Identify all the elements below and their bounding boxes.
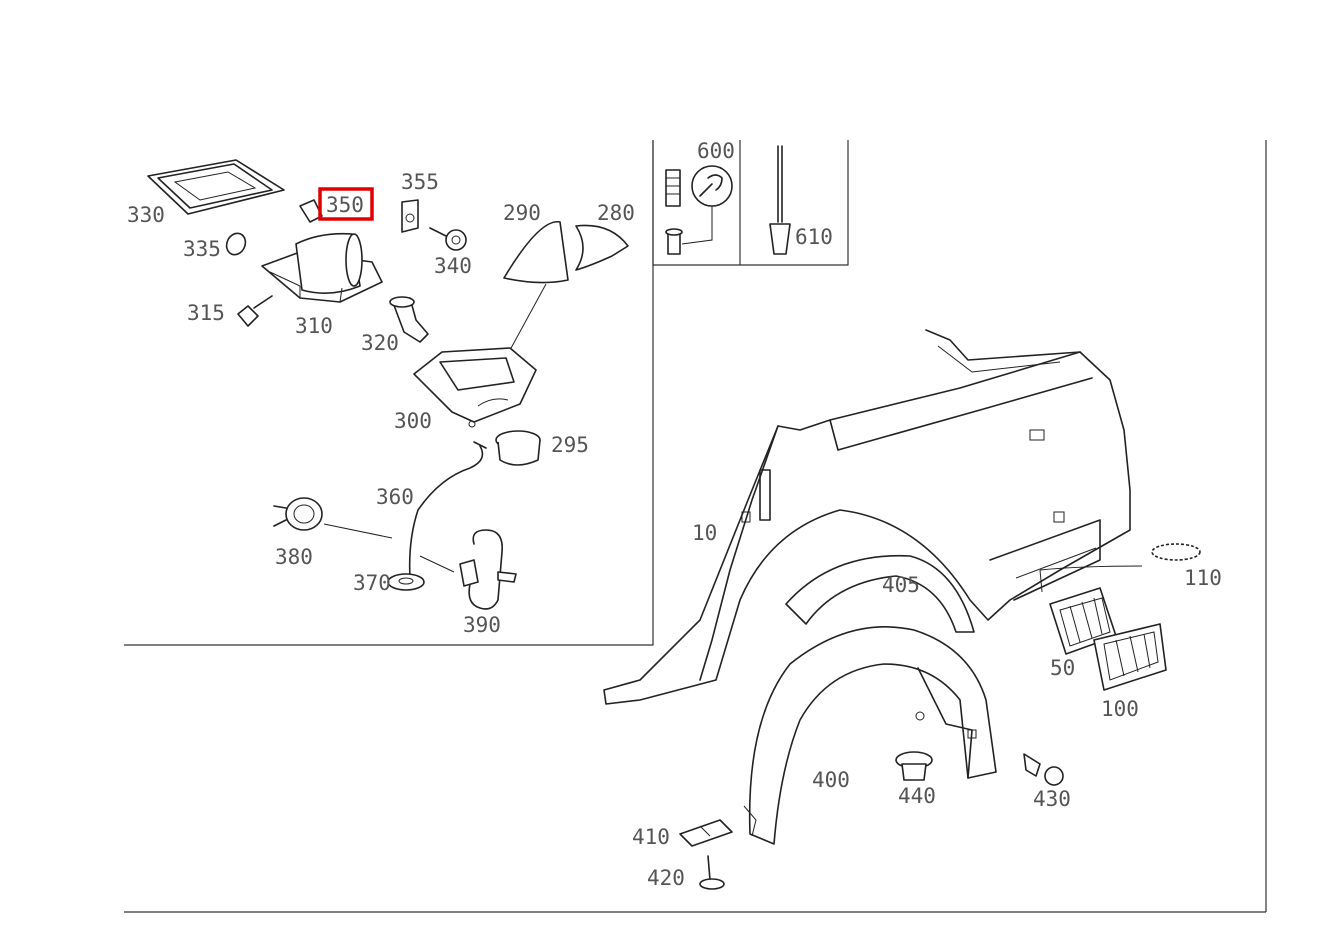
label-400: 400 (812, 768, 850, 792)
leader-390 (419, 555, 455, 573)
part-370-grommet[interactable] (387, 573, 425, 591)
part-300-filler-housing[interactable] (413, 347, 537, 428)
label-350: 350 (326, 193, 364, 217)
part-315-bolt[interactable] (237, 295, 273, 327)
label-280: 280 (597, 201, 635, 225)
label-10: 10 (692, 521, 717, 545)
label-340: 340 (434, 254, 472, 278)
part-440-nut[interactable] (895, 751, 933, 781)
part-420-screw[interactable] (699, 855, 725, 890)
label-315: 315 (187, 301, 225, 325)
wrench-icon (691, 165, 733, 207)
label-50: 50 (1050, 656, 1075, 680)
label-380: 380 (275, 545, 313, 569)
label-310: 310 (295, 314, 333, 338)
leader-380 (323, 523, 393, 539)
part-430-clip[interactable] (1023, 753, 1064, 786)
part-330-fuel-door[interactable] (147, 159, 285, 215)
part-610-stud[interactable] (769, 145, 791, 255)
part-10-side-panel[interactable] (603, 329, 1143, 705)
part-100-vent[interactable] (1093, 623, 1167, 691)
part-340-screw[interactable] (429, 227, 467, 251)
label-410: 410 (632, 825, 670, 849)
label-600: 600 (697, 139, 735, 163)
part-600-stud[interactable] (665, 169, 713, 255)
part-360-drain-hose[interactable] (408, 441, 487, 579)
part-390-holder[interactable] (459, 529, 517, 610)
label-430: 430 (1033, 787, 1071, 811)
label-610: 610 (795, 225, 833, 249)
part-380-clamp[interactable] (273, 497, 323, 531)
label-320: 320 (361, 331, 399, 355)
label-110: 110 (1184, 566, 1222, 590)
label-330: 330 (127, 203, 165, 227)
label-370: 370 (353, 571, 391, 595)
label-335: 335 (183, 237, 221, 261)
label-360: 360 (376, 485, 414, 509)
liner-tab (743, 805, 757, 837)
part-290-seal[interactable] (503, 221, 569, 284)
part-110-seal[interactable] (1151, 543, 1201, 561)
label-420: 420 (647, 866, 685, 890)
part-280-cap[interactable] (575, 224, 629, 271)
part-320-actuator[interactable] (389, 296, 429, 343)
label-405: 405 (882, 573, 920, 597)
part-400-wheelhouse-liner[interactable] (748, 626, 997, 845)
part-295-grommet[interactable] (495, 430, 541, 466)
label-295: 295 (551, 433, 589, 457)
part-310-housing[interactable] (261, 232, 383, 303)
label-100: 100 (1101, 697, 1139, 721)
part-355-clip-nut[interactable] (401, 199, 419, 233)
part-410-clip[interactable] (679, 819, 733, 847)
label-355: 355 (401, 170, 439, 194)
label-390: 390 (463, 613, 501, 637)
leader-290 (509, 283, 547, 351)
part-350-clip[interactable] (299, 199, 323, 223)
label-290: 290 (503, 201, 541, 225)
part-labels: 330 335 350 355 340 290 280 315 310 320 … (127, 139, 1222, 890)
label-300: 300 (394, 409, 432, 433)
frame-lines (124, 140, 1267, 913)
part-335-ring[interactable] (223, 230, 249, 258)
label-440: 440 (898, 784, 936, 808)
part-405-arch-trim[interactable] (785, 554, 975, 633)
highlight-box-350[interactable] (318, 187, 374, 221)
